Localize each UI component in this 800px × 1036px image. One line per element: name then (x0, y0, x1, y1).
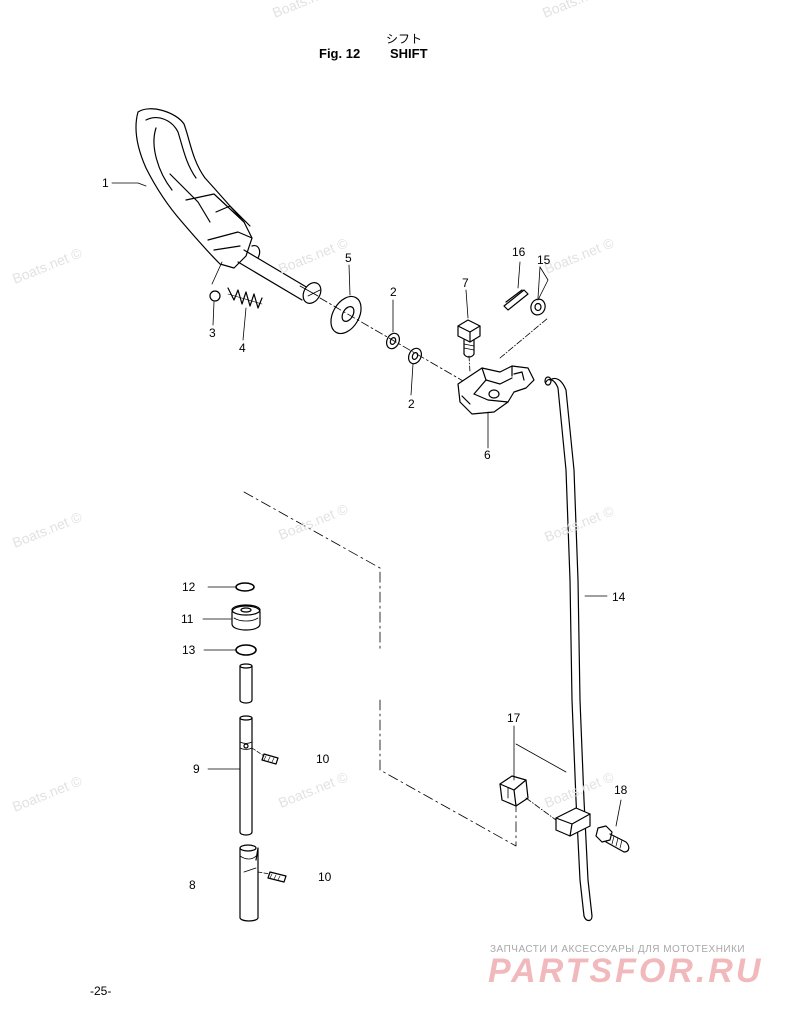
callout-18: 18 (614, 783, 628, 797)
part-8-lower-shaft (239, 844, 259, 922)
part-14-shift-rod (544, 376, 593, 922)
callout-10: 10 (318, 870, 332, 884)
brand-tagline: ЗАПЧАСТИ И АКСЕССУАРЫ ДЛЯ МОТОТЕХНИКИ (490, 944, 746, 955)
callout-9: 9 (193, 762, 200, 776)
callout-1: 1 (102, 176, 109, 190)
callout-6: 6 (484, 448, 491, 462)
callout-12: 12 (182, 580, 196, 594)
part-6-bracket (457, 365, 535, 415)
part-18-bolt (595, 825, 630, 853)
callout-3: 3 (209, 326, 216, 340)
part-1-shift-lever (135, 108, 322, 304)
part-4-spring (227, 287, 263, 309)
callout-16: 16 (512, 245, 526, 259)
callout-10: 10 (316, 752, 330, 766)
callout-11: 11 (181, 612, 194, 626)
page-number: -25- (90, 984, 112, 998)
part-10-pin-upper (261, 753, 279, 765)
part-13-oring (235, 644, 257, 656)
part-7-bolt (457, 319, 481, 358)
upper-rod-segment (239, 663, 253, 704)
part-17-clip (499, 775, 529, 807)
callout-2: 2 (408, 397, 415, 411)
callout-2: 2 (390, 285, 397, 299)
callout-14: 14 (612, 590, 626, 604)
callout-5: 5 (345, 251, 352, 265)
fig-label: Fig. 12 (319, 46, 361, 61)
callout-17: 17 (507, 711, 521, 725)
part-16-pin (503, 289, 529, 311)
part-12-oring (235, 582, 255, 592)
brand-logo: PARTSFOR.RU (488, 952, 764, 990)
part-5-washer (330, 295, 362, 335)
page-title: SHIFT (390, 46, 428, 61)
part-2-washer-a (385, 332, 401, 350)
callout-4: 4 (239, 341, 246, 355)
rod-clamp (555, 807, 591, 837)
japanese-title: シフト (386, 32, 423, 46)
part-15-collar (530, 298, 546, 316)
callout-15: 15 (537, 253, 551, 267)
callout-8: 8 (189, 878, 196, 892)
callout-7: 7 (462, 276, 469, 290)
callout-13: 13 (182, 643, 196, 657)
part-11-grommet (231, 604, 261, 631)
part-2-washer-b (407, 347, 423, 365)
part-10-pin-lower (267, 871, 287, 883)
part-3-ball (209, 290, 221, 302)
part-9-shift-shaft (239, 715, 253, 836)
